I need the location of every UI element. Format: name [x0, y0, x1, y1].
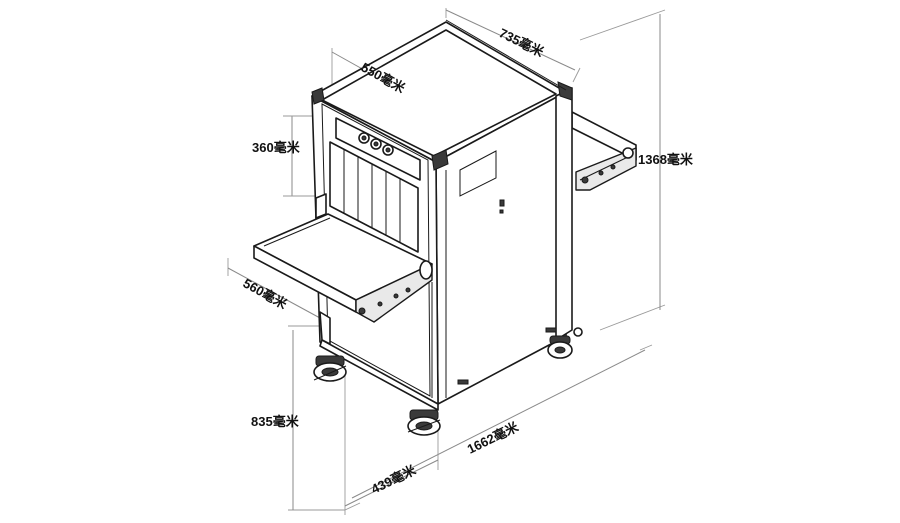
dim-depth-top: 735毫米	[497, 25, 547, 60]
dim-total-length: 1662毫米	[465, 419, 522, 457]
dim-tunnel-height: 360毫米	[252, 140, 301, 155]
corner-cap-back-right	[557, 81, 573, 101]
conveyor-bracket	[315, 193, 327, 219]
side-label-plate	[459, 150, 497, 197]
dim-line-560	[227, 267, 321, 319]
dim-front-depth: 439毫米	[369, 462, 419, 497]
lead-curtains	[329, 141, 419, 253]
caster-front-left	[313, 355, 347, 382]
cabinet	[311, 19, 573, 405]
casters	[313, 327, 583, 436]
lower-frame	[319, 282, 439, 411]
dim-line-1662	[351, 349, 646, 499]
rear-conveyor	[571, 111, 637, 191]
caster-front-right	[407, 409, 441, 436]
dim-tunnel-width: 560毫米	[241, 276, 291, 313]
dim-conveyor-height: 835毫米	[251, 414, 300, 429]
caster-back-right	[547, 327, 583, 359]
front-conveyor	[253, 193, 433, 323]
dim-line-735	[445, 9, 576, 71]
dim-line-439	[344, 459, 439, 507]
dim-total-height: 1368毫米	[638, 152, 694, 167]
corner-cap-front-right	[431, 149, 449, 171]
keyhole-icon	[499, 199, 505, 207]
